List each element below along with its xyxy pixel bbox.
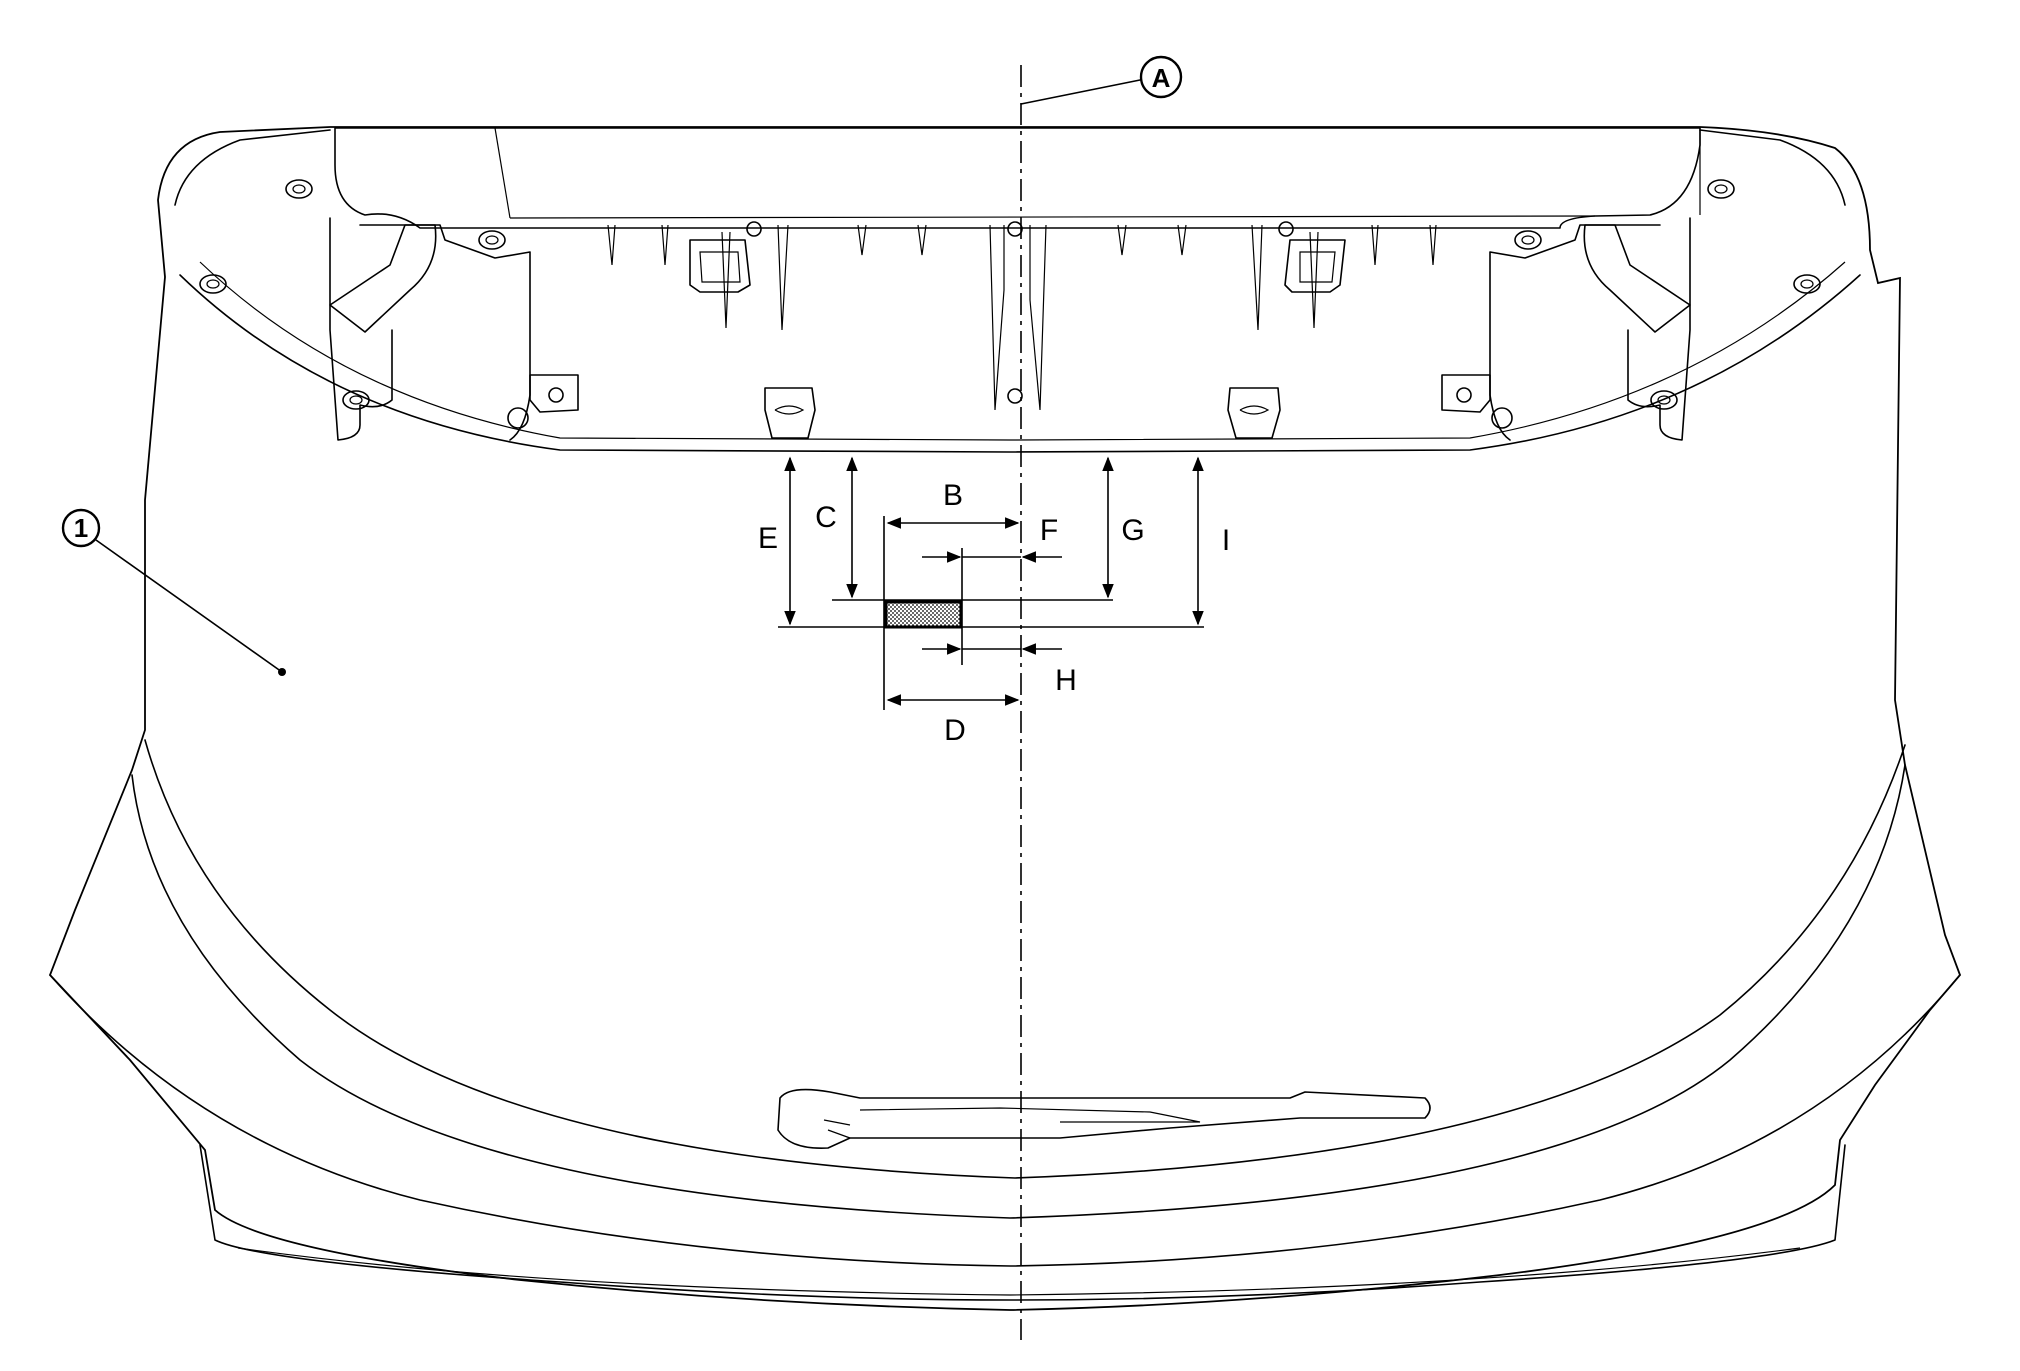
wiper-arm bbox=[777, 1088, 1431, 1149]
dim-E-label: E bbox=[758, 522, 778, 555]
part-1-callout: 1 bbox=[61, 508, 286, 676]
fastener-holes bbox=[199, 179, 1821, 429]
panel-contour-lower bbox=[49, 974, 1961, 1267]
lower-tabs bbox=[529, 374, 1491, 439]
ref-A-label: A bbox=[1152, 63, 1171, 93]
dim-H-label: H bbox=[1055, 664, 1077, 697]
dimension-group: E C G I B F H D bbox=[758, 456, 1230, 747]
ref-A-callout: A bbox=[1139, 55, 1183, 99]
square-clips bbox=[689, 239, 1346, 293]
right-bracket bbox=[1627, 217, 1691, 441]
back-door-panel bbox=[48, 126, 1962, 1311]
left-inner-panel bbox=[359, 224, 531, 441]
bottom-garnish bbox=[199, 1144, 1846, 1301]
upper-garnish bbox=[174, 127, 1861, 453]
dim-C-label: C bbox=[815, 501, 837, 534]
garnish-left-arc bbox=[174, 129, 331, 206]
glass-lower-edge bbox=[144, 739, 1906, 1179]
dim-I-label: I bbox=[1222, 524, 1230, 557]
garnish-lower-edge-inner bbox=[199, 261, 1846, 441]
right-inner-panel bbox=[1489, 224, 1661, 441]
wiper-pivot bbox=[823, 1119, 851, 1139]
dim-B-label: B bbox=[943, 479, 963, 512]
part-1-label: 1 bbox=[74, 513, 88, 543]
ref-A-leader bbox=[1020, 79, 1141, 105]
left-bracket bbox=[329, 217, 393, 441]
garnish-lower-edge bbox=[179, 274, 1861, 453]
rear-wiper bbox=[777, 1088, 1431, 1149]
garnish-ribs bbox=[607, 224, 1437, 411]
back-door-outer-outline bbox=[48, 126, 1962, 1311]
dim-G-label: G bbox=[1121, 514, 1144, 547]
spoiler-top bbox=[334, 127, 1701, 229]
panel-contour-inner bbox=[131, 764, 1906, 1219]
spoiler-bottom-line bbox=[509, 215, 1596, 219]
dim-F-label: F bbox=[1040, 514, 1058, 547]
wiper-blade-inner bbox=[859, 1107, 1201, 1123]
dim-D-label: D bbox=[944, 714, 966, 747]
spoiler-segment-left bbox=[494, 127, 511, 219]
bottom-garnish-edge bbox=[237, 1247, 1801, 1296]
target-patch bbox=[884, 600, 963, 629]
garnish-right-arc bbox=[1699, 129, 1846, 206]
